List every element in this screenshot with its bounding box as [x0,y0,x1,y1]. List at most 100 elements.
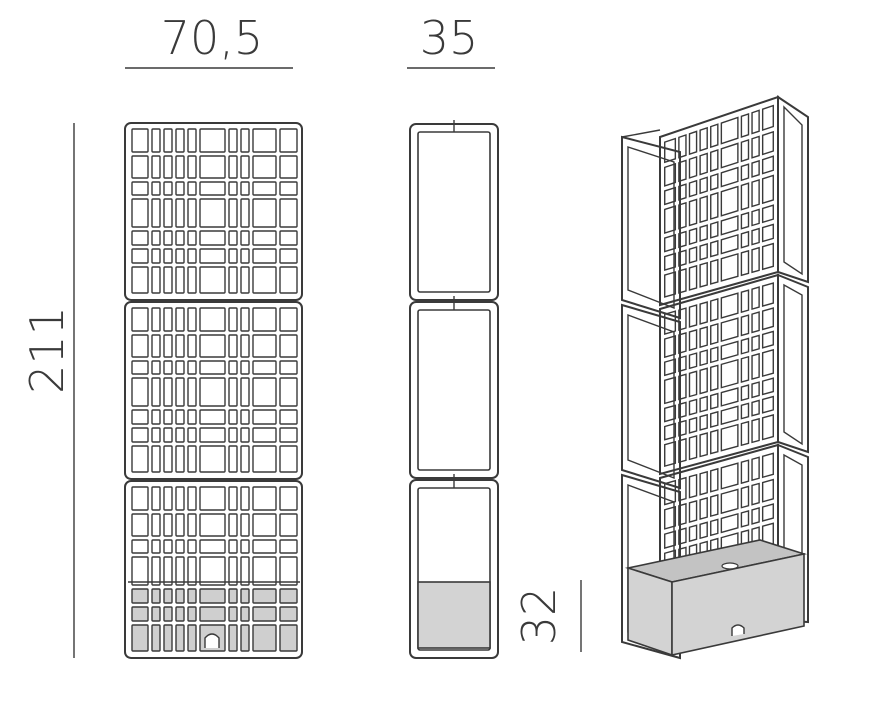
lattice-cell [710,494,719,518]
lattice-cell [699,176,708,195]
lattice-cell [175,198,185,228]
lattice-cell [163,181,173,196]
lattice-cell [740,420,750,447]
lattice-cell [175,360,185,375]
planter-drain-hole [721,562,739,570]
lattice-cell [664,233,677,253]
lattice-cell [151,377,161,407]
lattice-cell [228,377,238,407]
lattice-cell [199,248,226,264]
lattice-cell [710,123,719,149]
lattice-cell [751,311,760,334]
lattice-cell [279,128,298,153]
left-frame-outer [621,303,681,490]
lattice-cell [199,307,226,332]
lattice-cell [163,445,173,473]
lattice-cell [151,266,161,294]
lattice-cell [199,266,226,294]
lattice-cell [710,410,719,428]
lattice-cell [688,416,698,434]
lattice-cell [151,445,161,473]
lattice-cell [240,606,250,622]
lattice-cell [664,505,677,530]
lattice-cell [279,198,298,228]
lattice-cell [664,440,677,468]
lattice-cell [252,230,277,246]
lattice-cell [751,246,760,274]
lattice-cell [199,230,226,246]
lattice-cell [240,230,250,246]
lattice-cell [720,462,739,490]
lattice-cell [151,128,161,153]
lattice-cell [710,239,719,258]
lattice-cell [131,230,149,246]
lattice-cell [151,198,161,228]
lattice-cell [228,556,238,586]
front-view [124,122,303,659]
lattice-cell [240,486,250,511]
lattice-cell [279,588,298,604]
lattice-cell [688,198,698,227]
lattice-cell [187,427,197,443]
lattice-cell [151,360,161,375]
lattice-cell [228,513,238,537]
lattice-cell [664,358,677,377]
lattice-cell [761,223,774,243]
lattice-cell [740,211,750,230]
lattice-cell [199,427,226,443]
front-panel-3 [124,480,303,659]
front-planter-notch [204,633,220,648]
lattice-cell [699,521,708,540]
lattice-cell [740,314,750,337]
lattice-cell [252,307,277,332]
depth-label: 35 [420,11,479,65]
lattice-cell [740,402,750,420]
lattice-cell [720,512,739,534]
lattice-cell [279,248,298,264]
front-panel-1 [124,122,303,301]
back-panel-frame [659,273,779,476]
lattice-cell [175,539,185,554]
lattice-cell [699,126,708,152]
lattice-cell [175,334,185,358]
lattice-cell [199,198,226,228]
lattice-cell [199,409,226,425]
lattice-cell [131,624,149,652]
lattice-cell [279,486,298,511]
left-frame-outer [621,135,681,320]
left-frame-outer [621,473,681,660]
lattice-cell [720,387,739,407]
lattice-cell [240,624,250,652]
lattice-cell [699,195,708,224]
lattice-cell [279,445,298,473]
lattice-cell [252,427,277,443]
lattice-cell [740,289,750,314]
lattice-cell [175,307,185,332]
lattice-cell [228,155,238,179]
lattice-cell [187,606,197,622]
lattice-cell [163,307,173,332]
lattice-cell [163,409,173,425]
lattice-cell [151,588,161,604]
lattice-cell [228,624,238,652]
lattice-cell [240,588,250,604]
lattice-cell [720,185,739,217]
lattice-cell [131,155,149,179]
lattice-cell [199,588,226,604]
lattice-cell [131,307,149,332]
lattice-cell [240,248,250,264]
lattice-cell [240,427,250,443]
lattice-cell [279,181,298,196]
top-connector [621,129,661,138]
lattice-cell [199,360,226,375]
lattice-cell [163,198,173,228]
lattice-cell [163,377,173,407]
lattice-cell [688,352,698,370]
lattice-cell [131,445,149,473]
lattice-cell [151,230,161,246]
lattice-cell [720,292,739,319]
lattice-cell [761,503,774,522]
lattice-cell [710,429,719,455]
lattice-cell [252,445,277,473]
lattice-cell [228,539,238,554]
